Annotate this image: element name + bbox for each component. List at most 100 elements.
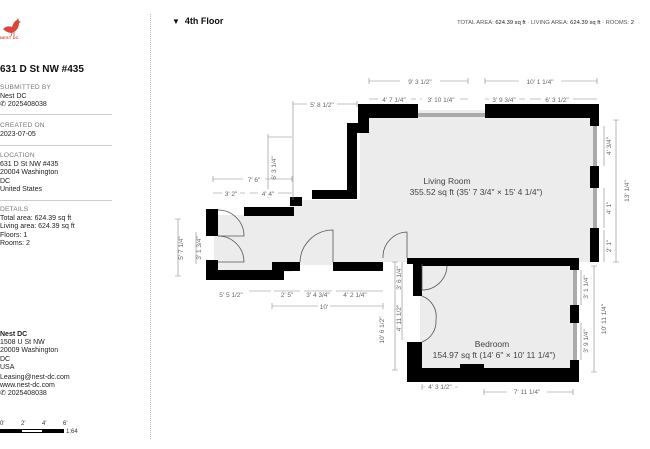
section-divider bbox=[0, 114, 112, 115]
svg-text:3' 10 1/4": 3' 10 1/4" bbox=[427, 97, 455, 104]
room-name: Living Room bbox=[423, 176, 470, 186]
dimension-label-bg bbox=[213, 77, 573, 396]
logo-text: NEST DC bbox=[0, 35, 19, 40]
section-divider bbox=[0, 200, 112, 201]
scale-tick: 0' bbox=[0, 421, 5, 427]
floor-toggle[interactable]: ▼ 4th Floor bbox=[172, 16, 223, 26]
door-entry-lower bbox=[217, 235, 245, 263]
svg-text:6' 3 1/2": 6' 3 1/2" bbox=[545, 97, 569, 104]
location-line4: United States bbox=[0, 186, 43, 193]
total-area-label: TOTAL AREA: bbox=[457, 20, 494, 26]
svg-text:2' 5": 2' 5" bbox=[281, 292, 294, 299]
company-city: 20009 Washington bbox=[0, 347, 59, 355]
svg-text:3' 4 3/4": 3' 4 3/4" bbox=[306, 292, 330, 299]
room-area: 154.97 sq ft (14' 6" × 10' 11 1/4") bbox=[433, 350, 556, 360]
rooms-value: 2 bbox=[630, 20, 634, 26]
svg-text:6' 3 1/4": 6' 3 1/4" bbox=[271, 156, 278, 180]
created-on-section: CREATED ON 2023-07-05 bbox=[0, 122, 112, 146]
svg-text:10' 6 1/2": 10' 6 1/2" bbox=[379, 316, 386, 344]
bird-icon bbox=[3, 18, 21, 37]
details-floors: Floors: 1 bbox=[0, 231, 28, 239]
submitted-by-phone: 2025408038 bbox=[7, 101, 47, 108]
svg-text:3' 9 3/4": 3' 9 3/4" bbox=[492, 97, 516, 104]
svg-text:3' 2": 3' 2" bbox=[225, 191, 238, 198]
company-website[interactable]: www.nest-dc.com bbox=[0, 382, 55, 390]
details-total-area: Total area: 624.39 sq ft bbox=[0, 214, 72, 222]
details-label: DETAILS bbox=[0, 206, 29, 213]
room-bedroom[interactable]: Bedroom 154.97 sq ft (14' 6" × 10' 11 1/… bbox=[433, 339, 556, 360]
total-area-value: 624.39 sq ft bbox=[495, 20, 526, 26]
door-entry-upper bbox=[217, 209, 245, 237]
svg-text:10' 11 1/4": 10' 11 1/4" bbox=[601, 303, 608, 334]
dimension-labels: 9' 3 1/2" 4' 7 1/4" 3' 10 1/4" 10' 1 1/4… bbox=[178, 79, 631, 396]
living-area-label: LIVING AREA: bbox=[530, 20, 569, 26]
details-living-area: Living area: 624.39 sq ft bbox=[0, 223, 75, 230]
door-bedroom bbox=[421, 264, 448, 291]
section-divider bbox=[0, 145, 112, 146]
floor-plan: 9' 3 1/2" 4' 7 1/4" 3' 10 1/4" 10' 1 1/4… bbox=[175, 77, 631, 396]
svg-text:4' 4": 4' 4" bbox=[262, 191, 275, 198]
submitted-by-section: SUBMITTED BY Nest DC ✆ 2025408038 bbox=[0, 84, 112, 115]
scale-tick: 6' bbox=[63, 421, 68, 427]
created-on-label: CREATED ON bbox=[0, 122, 45, 129]
svg-text:2' 1": 2' 1" bbox=[606, 239, 613, 252]
svg-text:3' 6 1/4": 3' 6 1/4" bbox=[396, 266, 403, 290]
room-area: 355.52 sq ft (35' 7 3/4" × 15' 4 1/4") bbox=[410, 187, 543, 197]
living-area-value: 624.39 sq ft bbox=[570, 20, 601, 26]
submitted-by-label: SUBMITTED BY bbox=[0, 84, 52, 91]
submitted-by-name: Nest DC bbox=[0, 92, 27, 100]
details-rooms: Rooms: 2 bbox=[0, 240, 30, 247]
svg-text:4' 2 1/4": 4' 2 1/4" bbox=[343, 292, 367, 299]
windows bbox=[418, 113, 597, 360]
rooms-label: ROOMS: bbox=[605, 20, 630, 26]
company-email[interactable]: Leasing@nest-dc.com bbox=[0, 374, 70, 382]
location-line1: 631 D St NW #435 bbox=[0, 160, 59, 168]
svg-text:7' 11 1/4": 7' 11 1/4" bbox=[514, 389, 541, 396]
company-street: 1508 U St NW bbox=[0, 339, 45, 347]
door-closet bbox=[421, 295, 437, 343]
door-hall bbox=[299, 229, 334, 263]
svg-text:4' 3 1/2": 4' 3 1/2" bbox=[428, 384, 452, 391]
svg-text:10': 10' bbox=[320, 304, 328, 311]
svg-text:3' 1 1/4": 3' 1 1/4" bbox=[583, 275, 590, 299]
svg-text:9' 3 1/2": 9' 3 1/2" bbox=[408, 79, 432, 86]
svg-text:4' 7 1/4": 4' 7 1/4" bbox=[382, 97, 406, 104]
scale-tick: 2' bbox=[21, 421, 26, 427]
sidebar: NEST DC 631 D St NW #435 SUBMITTED BY Ne… bbox=[0, 0, 150, 449]
svg-text:5' 5 1/2": 5' 5 1/2" bbox=[219, 292, 243, 299]
floor-fill bbox=[214, 110, 595, 372]
company-country: USA bbox=[0, 363, 15, 371]
phone-icon: ✆ bbox=[0, 390, 6, 398]
svg-text:3' 9 1/4": 3' 9 1/4" bbox=[583, 329, 590, 353]
room-living-room[interactable]: Living Room 355.52 sq ft (35' 7 3/4" × 1… bbox=[410, 176, 543, 197]
door-living bbox=[382, 231, 408, 259]
property-address-title: 631 D St NW #435 bbox=[0, 64, 84, 75]
scale-ratio: 1:64 bbox=[66, 429, 78, 435]
svg-text:5' 7 1/4": 5' 7 1/4" bbox=[178, 236, 185, 260]
scale-tick: 4' bbox=[42, 421, 47, 427]
location-line3: DC bbox=[0, 177, 11, 185]
company-info: Nest DC 1508 U St NW 20009 Washington DC… bbox=[0, 331, 70, 399]
svg-text:5' 8 1/2": 5' 8 1/2" bbox=[310, 102, 334, 109]
floor-name: 4th Floor bbox=[184, 16, 224, 26]
phone-icon: ✆ bbox=[0, 101, 6, 108]
location-section: LOCATION 631 D St NW #435 20004 Washingt… bbox=[0, 152, 112, 201]
room-name: Bedroom bbox=[475, 339, 510, 349]
company-name: Nest DC bbox=[0, 331, 28, 338]
doors bbox=[217, 209, 448, 343]
details-section: DETAILS Total area: 624.39 sq ft Living … bbox=[0, 206, 112, 249]
walls bbox=[206, 104, 599, 382]
svg-text:13' 1/4": 13' 1/4" bbox=[624, 179, 631, 201]
svg-text:7' 6": 7' 6" bbox=[248, 177, 261, 184]
location-line2: 20004 Washington bbox=[0, 169, 59, 176]
company-phone[interactable]: 2025408038 bbox=[7, 390, 47, 398]
svg-text:3' 1 3/4": 3' 1 3/4" bbox=[196, 236, 203, 260]
svg-text:10' 1 1/4": 10' 1 1/4" bbox=[526, 79, 554, 86]
triangle-down-icon: ▼ bbox=[172, 17, 180, 26]
location-label: LOCATION bbox=[0, 152, 35, 159]
created-on-date: 2023-07-05 bbox=[0, 130, 36, 138]
scale-bar: 0' 2' 4' 6' 1:64 bbox=[0, 421, 90, 441]
svg-text:4' 1": 4' 1" bbox=[606, 201, 613, 214]
floor-summary: TOTAL AREA: 624.39 sq ft · LIVING AREA: … bbox=[457, 20, 634, 26]
svg-text:4' 3/4": 4' 3/4" bbox=[606, 136, 613, 155]
